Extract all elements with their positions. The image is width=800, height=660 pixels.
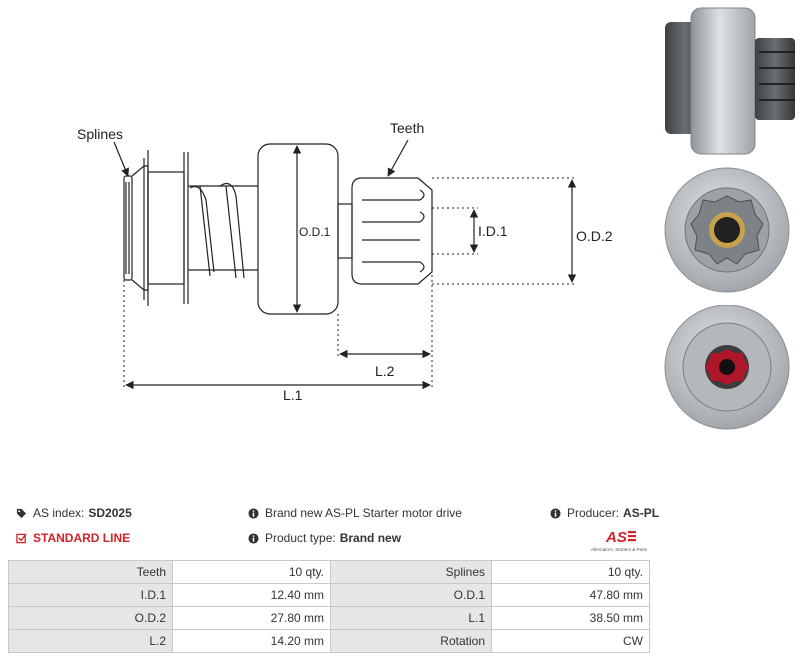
teeth-leader [387, 139, 409, 177]
spec-key: O.D.2 [8, 606, 173, 630]
table-row: O.D.2 27.80 mm L.1 38.50 mm [8, 606, 650, 630]
splines-leader [113, 141, 130, 177]
as-index-label: AS index: [33, 506, 85, 520]
specifications-table: Teeth 10 qty. Splines 10 qty. I.D.1 12.4… [8, 560, 650, 653]
standard-line: STANDARD LINE [16, 531, 130, 545]
product-type-value: Brand new [339, 531, 402, 545]
spec-value: 38.50 mm [491, 606, 650, 630]
as-pl-logo: AS Alternators, Starters & Parts [591, 529, 648, 552]
l2-label: L.2 [375, 363, 395, 379]
table-row: L.2 14.20 mm Rotation CW [8, 629, 650, 653]
spec-key: O.D.1 [330, 583, 492, 607]
info-icon [248, 507, 259, 519]
spec-value: CW [491, 629, 650, 653]
splines-label: Splines [77, 126, 123, 142]
table-row: Teeth 10 qty. Splines 10 qty. [8, 560, 650, 584]
as-index-value: SD2025 [88, 506, 132, 520]
spec-key: Rotation [330, 629, 492, 653]
spring [189, 183, 245, 279]
description: Brand new AS-PL Starter motor drive [248, 506, 462, 520]
spline-flange [123, 175, 133, 281]
od1-label: O.D.1 [299, 225, 331, 239]
svg-text:Alternators, Starters & Parts: Alternators, Starters & Parts [591, 547, 648, 552]
spec-value: 14.20 mm [172, 629, 331, 653]
product-type: Product type: Brand new [248, 531, 401, 545]
pinion [351, 177, 433, 285]
product-type-label: Product type: [265, 531, 336, 545]
product-photo-front [664, 167, 790, 293]
spec-value: 47.80 mm [491, 583, 650, 607]
od2-label: O.D.2 [576, 228, 613, 244]
spec-value: 10 qty. [491, 560, 650, 584]
standard-line-label: STANDARD LINE [33, 531, 131, 545]
spec-key: L.2 [8, 629, 173, 653]
product-photo-side [665, 7, 795, 155]
spec-key: Teeth [8, 560, 173, 584]
l1-label: L.1 [283, 387, 303, 403]
producer: Producer: AS-PL [550, 506, 659, 520]
id1-label: I.D.1 [478, 223, 508, 239]
info-icon [248, 532, 259, 544]
spec-value: 12.40 mm [172, 583, 331, 607]
description-text: Brand new AS-PL Starter motor drive [265, 506, 462, 520]
spec-value: 10 qty. [172, 560, 331, 584]
producer-value: AS-PL [623, 506, 660, 520]
info-icon [550, 507, 561, 519]
as-index: AS index: SD2025 [16, 506, 132, 520]
product-photo-back [664, 305, 790, 430]
producer-label: Producer: [567, 506, 620, 520]
tag-icon [16, 508, 27, 518]
spec-value: 27.80 mm [172, 606, 331, 630]
teeth-label: Teeth [390, 120, 424, 136]
table-row: I.D.1 12.40 mm O.D.1 47.80 mm [8, 583, 650, 607]
technical-drawing: Splines Teeth O.D.1 I.D.1 O.D.2 L.2 L.1 [77, 120, 613, 403]
svg-text:AS: AS [605, 529, 627, 546]
spec-key: I.D.1 [8, 583, 173, 607]
checkbox-icon [16, 533, 27, 543]
spec-key: L.1 [330, 606, 492, 630]
spec-key: Splines [330, 560, 492, 584]
